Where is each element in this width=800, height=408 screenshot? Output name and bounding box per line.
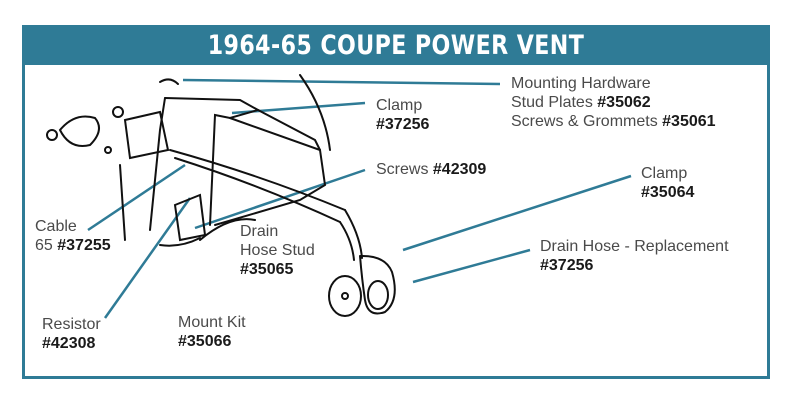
drain-hose-text: Drain Hose - Replacement: [540, 238, 729, 255]
drain-hose-part-number: #37256: [540, 257, 594, 274]
vent-sketch: [46, 74, 396, 317]
clamp-right-text: Clamp: [641, 165, 688, 182]
clamp-right-part-number: #35064: [641, 184, 695, 201]
resistor-part-number: #42308: [42, 335, 96, 352]
leader-drain-hose: [412, 248, 531, 284]
cable-text: Cable: [35, 218, 77, 235]
label-clamp-right: Clamp #35064: [641, 164, 694, 202]
screws-part-number: #42309: [432, 161, 487, 178]
leader-mounting: [182, 78, 501, 86]
mount-kit-text: Mount Kit: [178, 314, 246, 331]
leader-screws: [194, 168, 366, 230]
label-drain-hose-stud: Drain Hose Stud #35065: [240, 222, 315, 279]
drain-stud-line1: Drain: [240, 223, 279, 240]
mounting-heading: Mounting Hardware: [511, 75, 651, 92]
label-drain-hose: Drain Hose - Replacement #37256: [540, 237, 729, 275]
screws-text: Screws: [376, 161, 429, 178]
label-cable: Cable 65 #37255: [35, 217, 111, 255]
diagram-title: 1964-65 COUPE POWER VENT: [207, 30, 585, 61]
title-banner: 1964-65 COUPE POWER VENT: [25, 28, 767, 65]
stud-plates-text: Stud Plates: [511, 94, 593, 111]
clamp-top-part-number: #37256: [376, 116, 430, 133]
label-mount-kit: Mount Kit #35066: [178, 313, 246, 351]
drain-stud-part-number: #35065: [240, 261, 294, 278]
cable-year: 65: [35, 237, 53, 254]
leader-clamp-right: [402, 174, 632, 252]
label-screws: Screws #42309: [376, 160, 486, 179]
leader-cable: [87, 163, 186, 232]
diagram-frame: 1964-65 COUPE POWER VENT: [22, 25, 770, 379]
label-resistor: Resistor #42308: [42, 315, 101, 353]
mount-kit-part-number: #35066: [178, 333, 232, 350]
label-mounting-hardware: Mounting Hardware Stud Plates #35062 Scr…: [511, 74, 716, 131]
cable-part-number: #37255: [57, 237, 111, 254]
leader-resistor: [103, 197, 192, 319]
resistor-text: Resistor: [42, 316, 101, 333]
screws-grommets-text: Screws & Grommets: [511, 113, 658, 130]
drain-stud-line2: Hose Stud: [240, 242, 315, 259]
label-clamp-top: Clamp #37256: [376, 96, 429, 134]
screws-grommets-part-number: #35061: [662, 113, 716, 130]
stud-plates-part-number: #35062: [597, 94, 651, 111]
clamp-top-text: Clamp: [376, 97, 423, 114]
